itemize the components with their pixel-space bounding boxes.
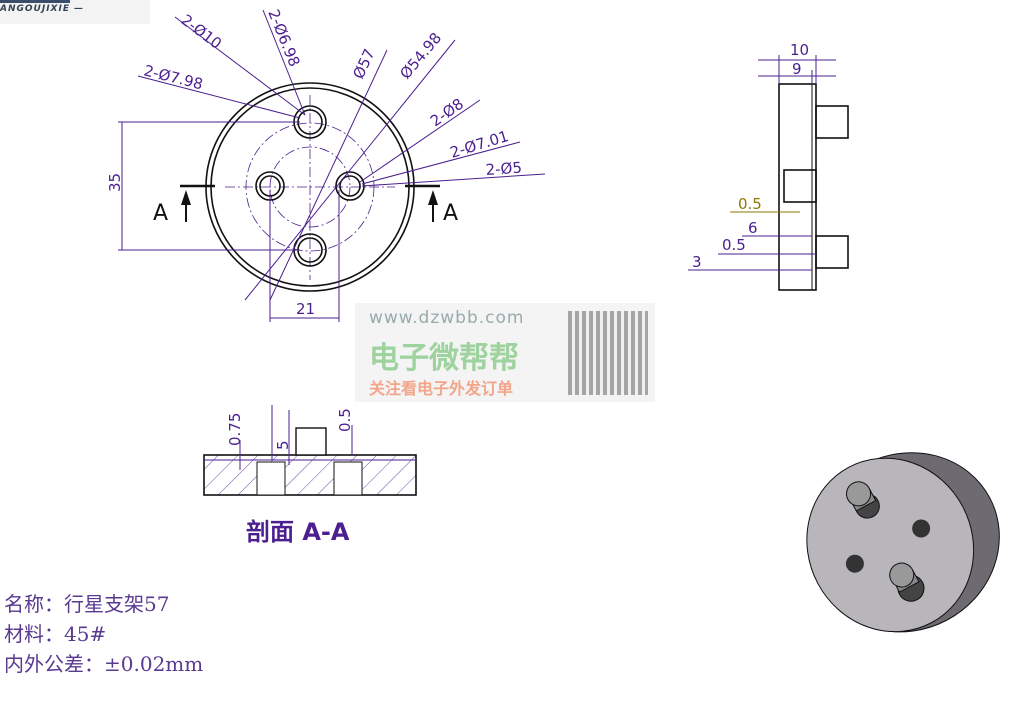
front-view: A A 2-Ø10 2-Ø6.98 2-Ø7.98 Ø57 Ø54.98 2-Ø…: [106, 7, 546, 322]
dim-21: 21: [296, 300, 315, 318]
dim-2-d7-98: 2-Ø7.98: [142, 61, 205, 93]
section-mark-left: A: [153, 201, 168, 226]
dim-0-5-bottom: 0.5: [722, 236, 746, 254]
section-view: 0.75 5 0.5: [203, 405, 417, 496]
qr-code: [568, 311, 648, 395]
dim-0-75: 0.75: [226, 413, 244, 446]
dim-2-d5: 2-Ø5: [485, 159, 522, 179]
side-view: 10 9 0.5 6 0.5 3: [688, 41, 849, 291]
dim-2-d6-98: 2-Ø6.98: [264, 7, 303, 70]
dim-0-5: 0.5: [336, 408, 354, 432]
dim-5: 5: [274, 440, 292, 450]
dim-10: 10: [790, 41, 809, 59]
dim-d54-98: Ø54.98: [396, 29, 445, 83]
section-title: 剖面 A-A: [246, 518, 350, 546]
hole-right: [335, 171, 365, 201]
part-tolerance: 内外公差：±0.02mm: [4, 652, 204, 676]
dim-6: 6: [748, 219, 758, 237]
part-name: 名称：行星支架57: [4, 592, 170, 616]
watermark: www.dzwbb.com 电子微帮帮 关注看电子外发订单: [355, 303, 655, 402]
isometric-view: [806, 452, 1000, 633]
dim-2-d10: 2-Ø10: [178, 11, 225, 53]
dim-2-d8: 2-Ø8: [427, 95, 467, 131]
watermark-url: www.dzwbb.com: [369, 308, 525, 328]
watermark-brand: 电子微帮帮: [369, 341, 519, 376]
dim-3: 3: [692, 253, 702, 271]
dim-9: 9: [792, 60, 802, 78]
watermark-slogan: 关注看电子外发订单: [369, 379, 514, 398]
part-material: 材料：45#: [4, 622, 107, 646]
dim-35: 35: [106, 173, 124, 192]
company-logo: ANGOUJIXIE —: [0, 0, 150, 24]
section-mark-right: A: [443, 201, 458, 226]
dim-2-d7-01: 2-Ø7.01: [448, 127, 511, 162]
dim-0-5-top: 0.5: [738, 195, 762, 213]
